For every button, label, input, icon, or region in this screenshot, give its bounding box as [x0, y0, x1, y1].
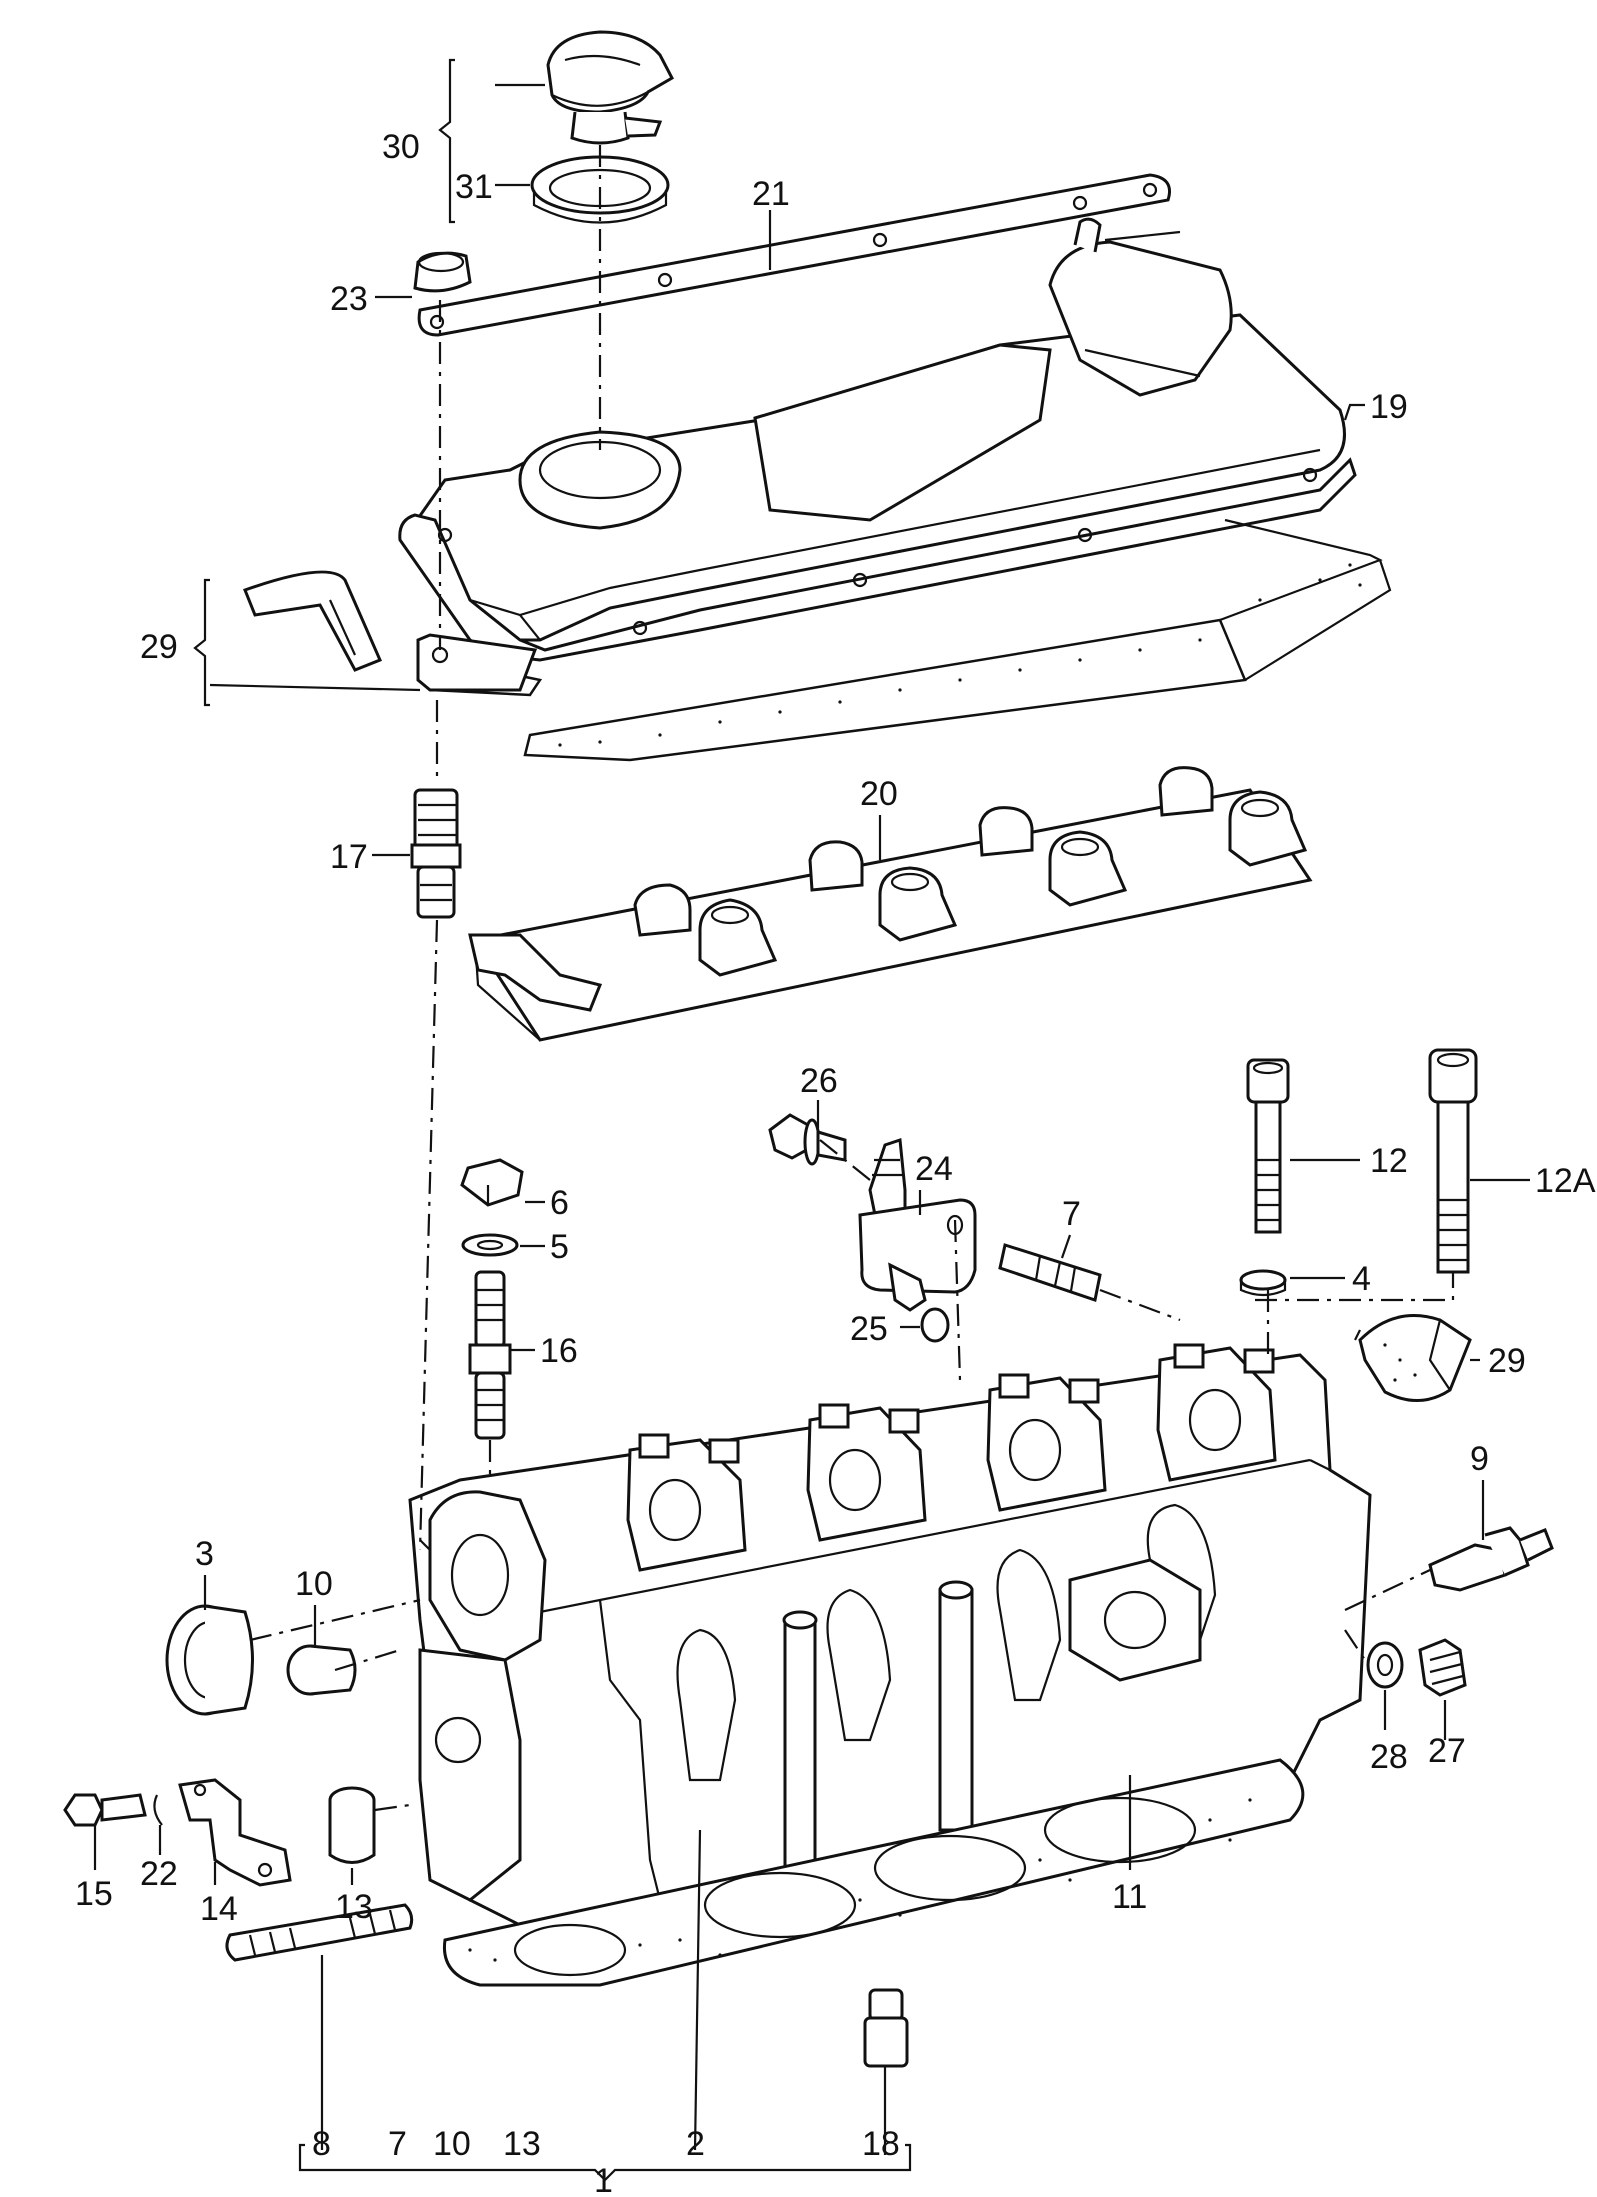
stud-16 — [468, 1270, 512, 1440]
label-16: 16 — [540, 1332, 578, 1370]
label-3: 3 — [195, 1535, 214, 1573]
leader-lines — [93, 58, 1530, 2182]
head-bolt-12 — [1246, 1058, 1290, 1234]
oil-baffle-plate — [468, 766, 1313, 1042]
washer-4 — [1239, 1269, 1287, 1297]
rubber-plug-upper — [243, 570, 382, 672]
label-28: 28 — [1370, 1738, 1408, 1776]
head-bolt-12a — [1428, 1048, 1478, 1274]
label-23: 23 — [330, 280, 368, 318]
label-19: 19 — [1370, 388, 1408, 426]
breather-connector — [858, 1137, 977, 1312]
label-20: 20 — [860, 775, 898, 813]
label-13-lower: 13 — [503, 2125, 541, 2163]
bracket-14 — [178, 1778, 292, 1887]
label-29-right: 29 — [1488, 1342, 1526, 1380]
stud-7 — [998, 1243, 1102, 1302]
stud-bolt-17 — [410, 788, 462, 919]
baffle-mounting-blocks — [633, 766, 1308, 977]
o-ring-25 — [920, 1307, 950, 1343]
bolt-15 — [63, 1793, 147, 1827]
plug-27 — [1418, 1638, 1467, 1697]
lock-washer-22 — [153, 1794, 163, 1826]
label-2: 2 — [686, 2125, 705, 2163]
label-31: 31 — [455, 168, 493, 206]
label-29-top: 29 — [140, 628, 178, 666]
label-7-lower: 7 — [388, 2125, 407, 2163]
bolt-26 — [768, 1113, 847, 1166]
label-14: 14 — [200, 1890, 238, 1928]
part-number-labels: 30 31 21 23 19 29 20 17 26 24 12 12A 6 5… — [75, 128, 1596, 2197]
label-24: 24 — [915, 1150, 953, 1188]
label-10-lower: 10 — [433, 2125, 471, 2163]
hydraulic-lifter-18 — [863, 1988, 909, 2068]
label-17: 17 — [330, 838, 368, 876]
label-27: 27 — [1428, 1732, 1466, 1770]
label-4: 4 — [1352, 1260, 1371, 1298]
cover-nut — [413, 251, 472, 293]
cylinder-head-gasket — [442, 1758, 1305, 1987]
label-1: 1 — [594, 2162, 613, 2197]
sealing-plug-10 — [286, 1644, 357, 1696]
label-8: 8 — [312, 2125, 331, 2163]
label-26: 26 — [800, 1062, 838, 1100]
valve-cover — [398, 217, 1357, 662]
label-30: 30 — [382, 128, 420, 166]
nut-6 — [460, 1158, 524, 1207]
rubber-plug-lower — [1358, 1314, 1472, 1402]
stud-8 — [225, 1903, 414, 1962]
sealing-plug-13 — [328, 1786, 376, 1864]
washer-5 — [461, 1233, 519, 1257]
label-25: 25 — [850, 1310, 888, 1348]
label-22: 22 — [140, 1855, 178, 1893]
cover-reinforcement-strip — [417, 173, 1171, 337]
oil-filler-cap — [546, 30, 674, 145]
bearing-cap-nuts — [638, 1343, 1275, 1464]
camshaft-oil-seal — [165, 1604, 254, 1716]
label-18: 18 — [862, 2125, 900, 2163]
assembly-centre-lines — [249, 145, 1455, 1812]
label-11: 11 — [1112, 1878, 1147, 1916]
label-9: 9 — [1470, 1440, 1489, 1478]
temperature-sender-9 — [1428, 1526, 1554, 1592]
label-15: 15 — [75, 1875, 113, 1913]
label-5: 5 — [550, 1228, 569, 1266]
washer-28 — [1366, 1641, 1404, 1689]
label-13-upper: 13 — [335, 1888, 373, 1926]
label-12: 12 — [1370, 1142, 1408, 1180]
label-12a: 12A — [1535, 1162, 1596, 1200]
label-6: 6 — [550, 1184, 569, 1222]
label-7-upper: 7 — [1062, 1195, 1081, 1233]
label-21: 21 — [752, 175, 790, 213]
label-10-upper: 10 — [295, 1565, 333, 1603]
